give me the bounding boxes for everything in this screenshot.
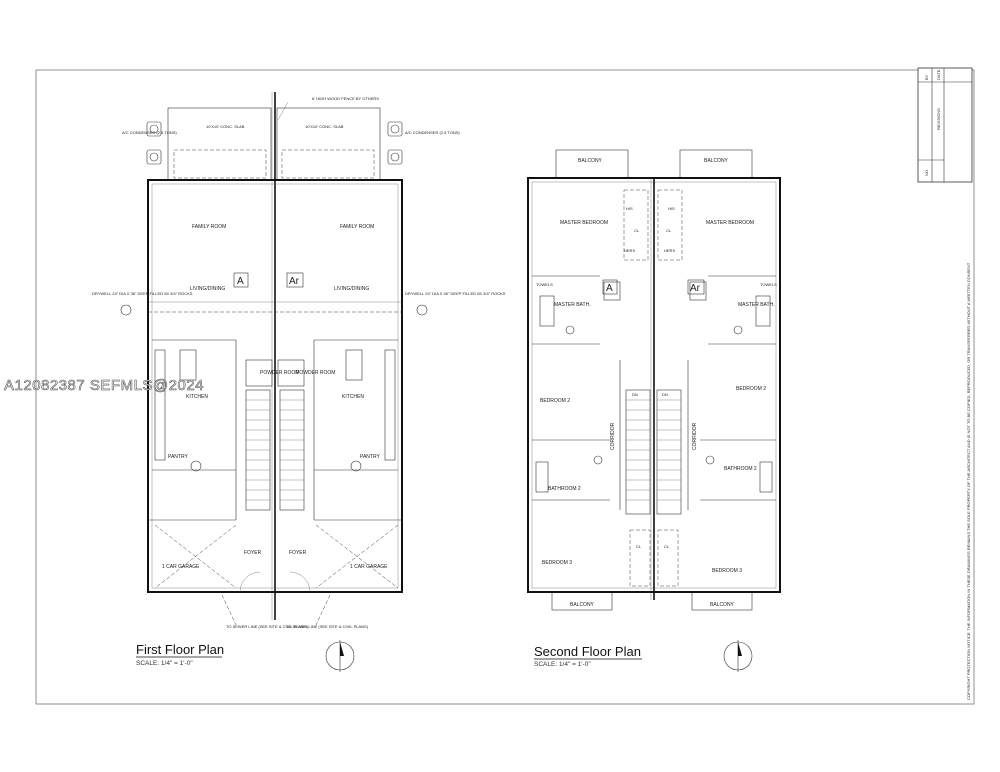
- towels-left: TOWELS: [536, 282, 553, 287]
- ac-note-right: A/C CONDENSER (2.5 TONS): [405, 130, 460, 135]
- master-bath-right: MASTER BATH.: [738, 302, 775, 308]
- bedroom-2-right: BEDROOM 2: [736, 386, 766, 392]
- corridor-right: CORRIDOR: [692, 422, 698, 450]
- foyer-left: FOYER: [244, 550, 262, 556]
- bathroom-2-right: BATHROOM 2: [724, 466, 757, 472]
- second-floor-title: Second Floor Plan: [534, 644, 641, 659]
- closet-cl-left: CL: [634, 228, 640, 233]
- unit-tag-a: A: [237, 276, 244, 287]
- north-arrow-icon-second: [723, 640, 753, 672]
- living-dining-right: LIVING/DINING: [334, 286, 369, 292]
- title-block-no: NO.: [924, 169, 929, 176]
- slab-note-left: 10'X10' CONC. SLAB: [206, 124, 245, 129]
- garage-left: 1 CAR GARAGE: [162, 564, 200, 570]
- title-block: NO. DATE BY REVISIONS: [917, 67, 973, 183]
- stairs-second-right: [656, 389, 682, 515]
- balcony-top-right: BALCONY: [704, 158, 729, 164]
- living-dining-left: LIVING/DINING: [190, 286, 225, 292]
- sewer-note-left: TO SEWER LINE (SEE SITE & CIVIL PLANS): [226, 624, 309, 629]
- corridor-left: CORRIDOR: [610, 422, 616, 450]
- unit-tag-second-a: A: [606, 283, 613, 294]
- pantry-right: PANTRY: [360, 454, 380, 460]
- master-bath-left: MASTER BATH.: [554, 302, 591, 308]
- master-bedroom-right: MASTER BEDROOM: [706, 220, 754, 226]
- stair-dn-left: DN: [632, 392, 638, 397]
- closet-his-right: HIS: [668, 206, 675, 211]
- bedroom-2-left: BEDROOM 2: [540, 398, 570, 404]
- unit-tag-second-ar: Ar: [690, 283, 701, 294]
- balcony-top-left: BALCONY: [578, 158, 603, 164]
- stairs-second-left: [625, 389, 651, 515]
- towels-right: TOWELS: [760, 282, 777, 287]
- closet-hers-left: HERS: [624, 248, 635, 253]
- north-arrow-icon: [325, 640, 355, 672]
- closet-bottom-left: CL: [636, 544, 642, 549]
- closet-his-left: HIS: [626, 206, 633, 211]
- first-floor-title: First Floor Plan: [136, 642, 224, 657]
- closet-bottom-right: CL: [664, 544, 670, 549]
- garage-right: 1 CAR GARAGE: [350, 564, 388, 570]
- bedroom-3-left: BEDROOM 3: [542, 560, 572, 566]
- powder-room-left: POWDER ROOM: [260, 370, 299, 376]
- ac-note-left: A/C CONDENSER (2.5 TONS): [122, 130, 177, 135]
- kitchen-left: KITCHEN: [186, 394, 208, 400]
- foyer-right: FOYER: [289, 550, 307, 556]
- bathroom-2-left: BATHROOM 2: [548, 486, 581, 492]
- closet-cl-right: CL: [666, 228, 672, 233]
- balcony-bottom-right: BALCONY: [710, 602, 735, 608]
- closet-hers-right: HERS: [664, 248, 675, 253]
- stair-dn-right: DN: [662, 392, 668, 397]
- ac-condenser-group: A/C CONDENSER (2.5 TONS) A/C CONDENSER (…: [122, 121, 460, 165]
- balcony-bottom-left: BALCONY: [570, 602, 595, 608]
- second-floor-scale: SCALE: 1/4" = 1'-0": [534, 661, 591, 668]
- first-floor-scale: SCALE: 1/4" = 1'-0": [136, 660, 193, 667]
- copyright-notice: COPYRIGHT PROTECTION NOTICE: THE INFORMA…: [966, 262, 971, 700]
- title-block-by: BY: [924, 74, 929, 80]
- powder-room-right: POWDER ROOM: [296, 370, 335, 376]
- pantry-left: PANTRY: [168, 454, 188, 460]
- stairs-left: [245, 389, 271, 511]
- slab-note-right: 10'X10' CONC. SLAB: [305, 124, 344, 129]
- drywell-note-left: DRYWELL 24" DIA X 36" DEEP FILLED W/ 3/4…: [92, 291, 193, 296]
- stairs-right: [279, 389, 305, 511]
- first-floor-plan: 10'X10' CONC. SLAB 10'X10' CONC. SLAB 6'…: [92, 92, 506, 672]
- sheet-border: [35, 69, 975, 705]
- sewer-note-right: TO SEWER LINE (SEE SITE & CIVIL PLANS): [286, 624, 369, 629]
- fence-note: 6' HIGH WOOD FENCE BY OTHERS: [312, 96, 379, 101]
- drywell-note-right: DRYWELL 24" DIA X 36" DEEP FILLED W/ 3/4…: [405, 291, 506, 296]
- unit-tag-ar: Ar: [289, 276, 300, 287]
- title-block-revisions: REVISIONS: [936, 108, 941, 130]
- master-bedroom-left: MASTER BEDROOM: [560, 220, 608, 226]
- kitchen-right: KITCHEN: [342, 394, 364, 400]
- family-room-left: FAMILY ROOM: [192, 224, 226, 230]
- bedroom-3-right: BEDROOM 3: [712, 568, 742, 574]
- title-block-date: DATE: [936, 69, 941, 80]
- mls-watermark: A12082387 SEFMLS@2024: [4, 377, 204, 394]
- family-room-right: FAMILY ROOM: [340, 224, 374, 230]
- second-floor-plan: BALCONY BALCONY BALCONY BALCONY: [527, 149, 781, 672]
